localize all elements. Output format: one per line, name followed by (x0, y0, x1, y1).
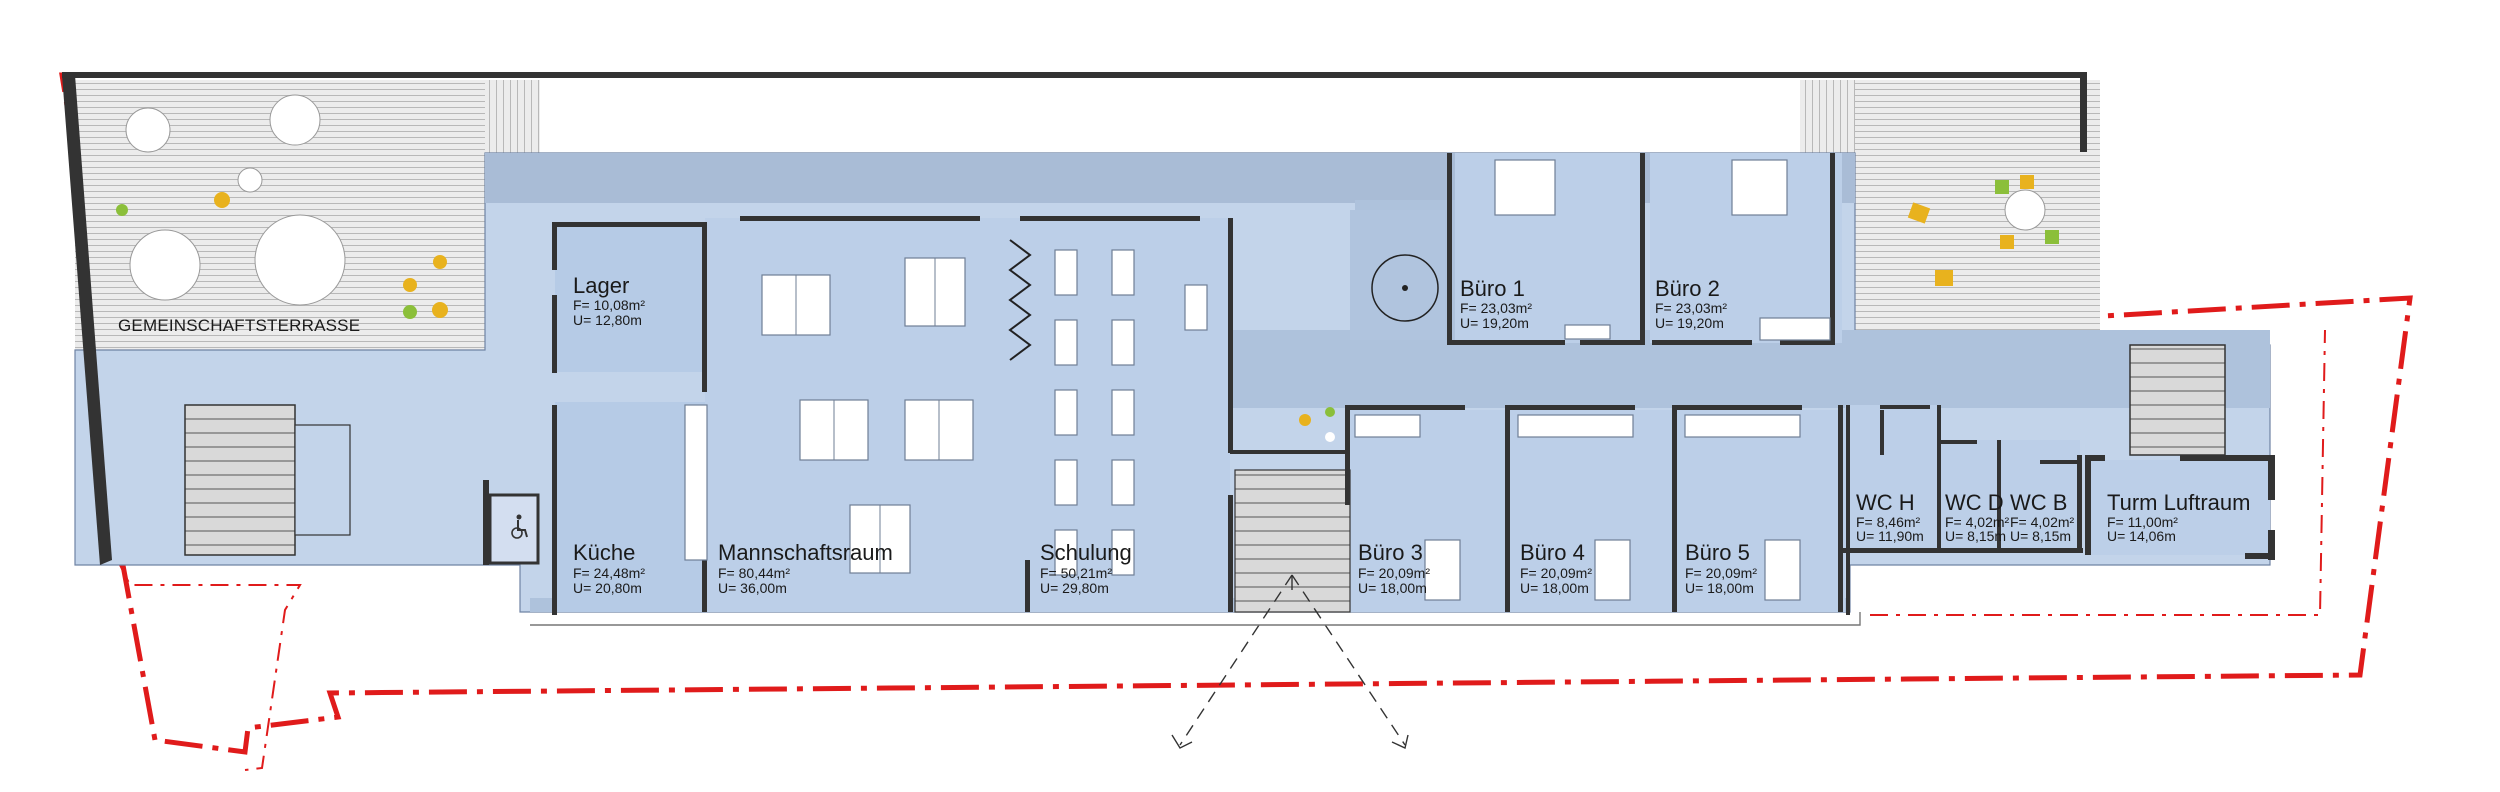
wcd-name: WC D (1945, 490, 2004, 515)
buero5-name: Büro 5 (1685, 540, 1750, 565)
buero5-perimeter: U= 18,00m (1685, 580, 1754, 596)
wcb-name: WC B (2010, 490, 2067, 515)
buero3-perimeter: U= 18,00m (1358, 580, 1427, 596)
entrance-arrows (1171, 574, 1409, 749)
kueche-area: F= 24,48m² (573, 565, 645, 581)
room-kueche (555, 402, 705, 612)
staircase-left (184, 404, 296, 556)
schul-area: F= 50,21m² (1040, 565, 1112, 581)
staircase-tower (2129, 344, 2226, 456)
terrace-left-strip (485, 80, 540, 153)
turm-area: F= 11,00m² (2107, 514, 2178, 530)
wch-name: WC H (1856, 490, 1915, 515)
mann-perimeter: U= 36,00m (718, 580, 787, 596)
room-wcd (1940, 440, 2000, 550)
wch-perimeter: U= 11,90m (1856, 528, 1924, 544)
room-lager (555, 225, 705, 372)
terrace-right-strip (1800, 80, 1855, 153)
kueche-name: Küche (573, 540, 635, 565)
wcd-area: F= 4,02m² (1945, 514, 2010, 530)
wcb-area: F= 4,02m² (2010, 514, 2075, 530)
mann-area: F= 80,44m² (718, 565, 790, 581)
terrace-label: GEMEINSCHAFTSTERRASSE (118, 316, 360, 335)
lager-name: Lager (573, 273, 629, 298)
furniture (116, 94, 2059, 601)
buero1-name: Büro 1 (1460, 276, 1525, 301)
staircase-left-landing (294, 424, 351, 536)
buero2-name: Büro 2 (1655, 276, 1720, 301)
turm-perimeter: U= 14,06m (2107, 528, 2176, 544)
entrance-stairs (1234, 469, 1351, 613)
turm-name: Turm Luftraum (2107, 490, 2250, 515)
setback-line (114, 554, 302, 771)
wch-area: F= 8,46m² (1856, 514, 1921, 530)
buero4-area: F= 20,09m² (1520, 565, 1592, 581)
schul-name: Schulung (1040, 540, 1132, 565)
room-wch (1845, 405, 1940, 550)
schul-perimeter: U= 29,80m (1040, 580, 1109, 596)
buero4-perimeter: U= 18,00m (1520, 580, 1589, 596)
buero4-name: Büro 4 (1520, 540, 1585, 565)
buero3-name: Büro 3 (1358, 540, 1423, 565)
room-buero4 (1510, 410, 1675, 612)
ground-line (530, 612, 1861, 626)
lager-area: F= 10,08m² (573, 297, 645, 313)
terrace-right (1855, 80, 2100, 335)
wcb-perimeter: U= 8,15m (2010, 528, 2071, 544)
corridor-upper (485, 153, 1855, 203)
room-buero5 (1675, 410, 1845, 612)
room-turm (2085, 460, 2270, 555)
lager-perimeter: U= 12,80m (573, 312, 642, 328)
buero2-perimeter: U= 19,20m (1655, 315, 1724, 331)
room-wcb (2000, 440, 2080, 550)
buero1-perimeter: U= 19,20m (1460, 315, 1529, 331)
buero3-area: F= 20,09m² (1358, 565, 1430, 581)
wheelchair-icon (511, 514, 528, 539)
buero5-area: F= 20,09m² (1685, 565, 1757, 581)
mann-name: Mannschaftsraum (718, 540, 893, 565)
wcd-perimeter: U= 8,15m (1945, 528, 2006, 544)
buero1-area: F= 23,03m² (1460, 300, 1532, 316)
kueche-perimeter: U= 20,80m (573, 580, 642, 596)
buero2-area: F= 23,03m² (1655, 300, 1727, 316)
